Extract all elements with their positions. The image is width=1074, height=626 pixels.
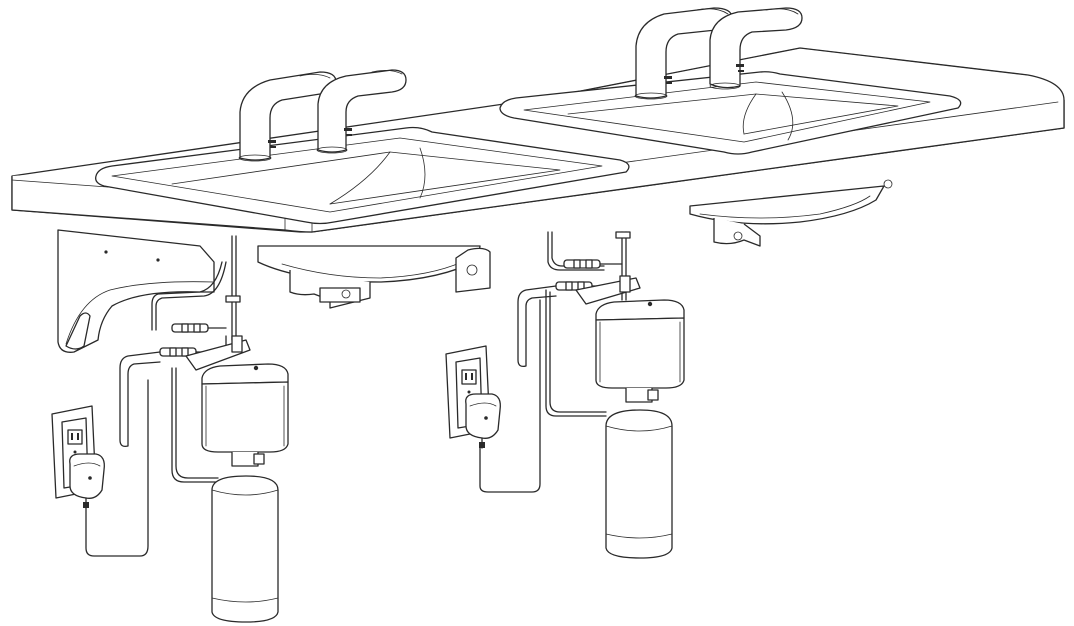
left-power-adapter — [69, 453, 105, 509]
wall-bracket-left — [57, 229, 215, 353]
right-soap-tank — [595, 299, 685, 403]
left-faucet-2 — [316, 69, 407, 154]
left-bowl-underside — [257, 245, 491, 309]
right-sink-basin — [499, 71, 962, 155]
right-power-adapter — [465, 393, 501, 449]
right-bowl-underside — [689, 179, 893, 247]
countertop — [11, 47, 1065, 233]
left-sink-basin — [95, 126, 630, 225]
right-soap-bottle — [605, 409, 673, 559]
right-faucet-2 — [709, 7, 803, 90]
left-plumbing — [85, 235, 251, 557]
right-plumbing — [479, 231, 641, 493]
left-soap-bottle — [211, 475, 279, 623]
left-soap-tank — [201, 363, 289, 467]
